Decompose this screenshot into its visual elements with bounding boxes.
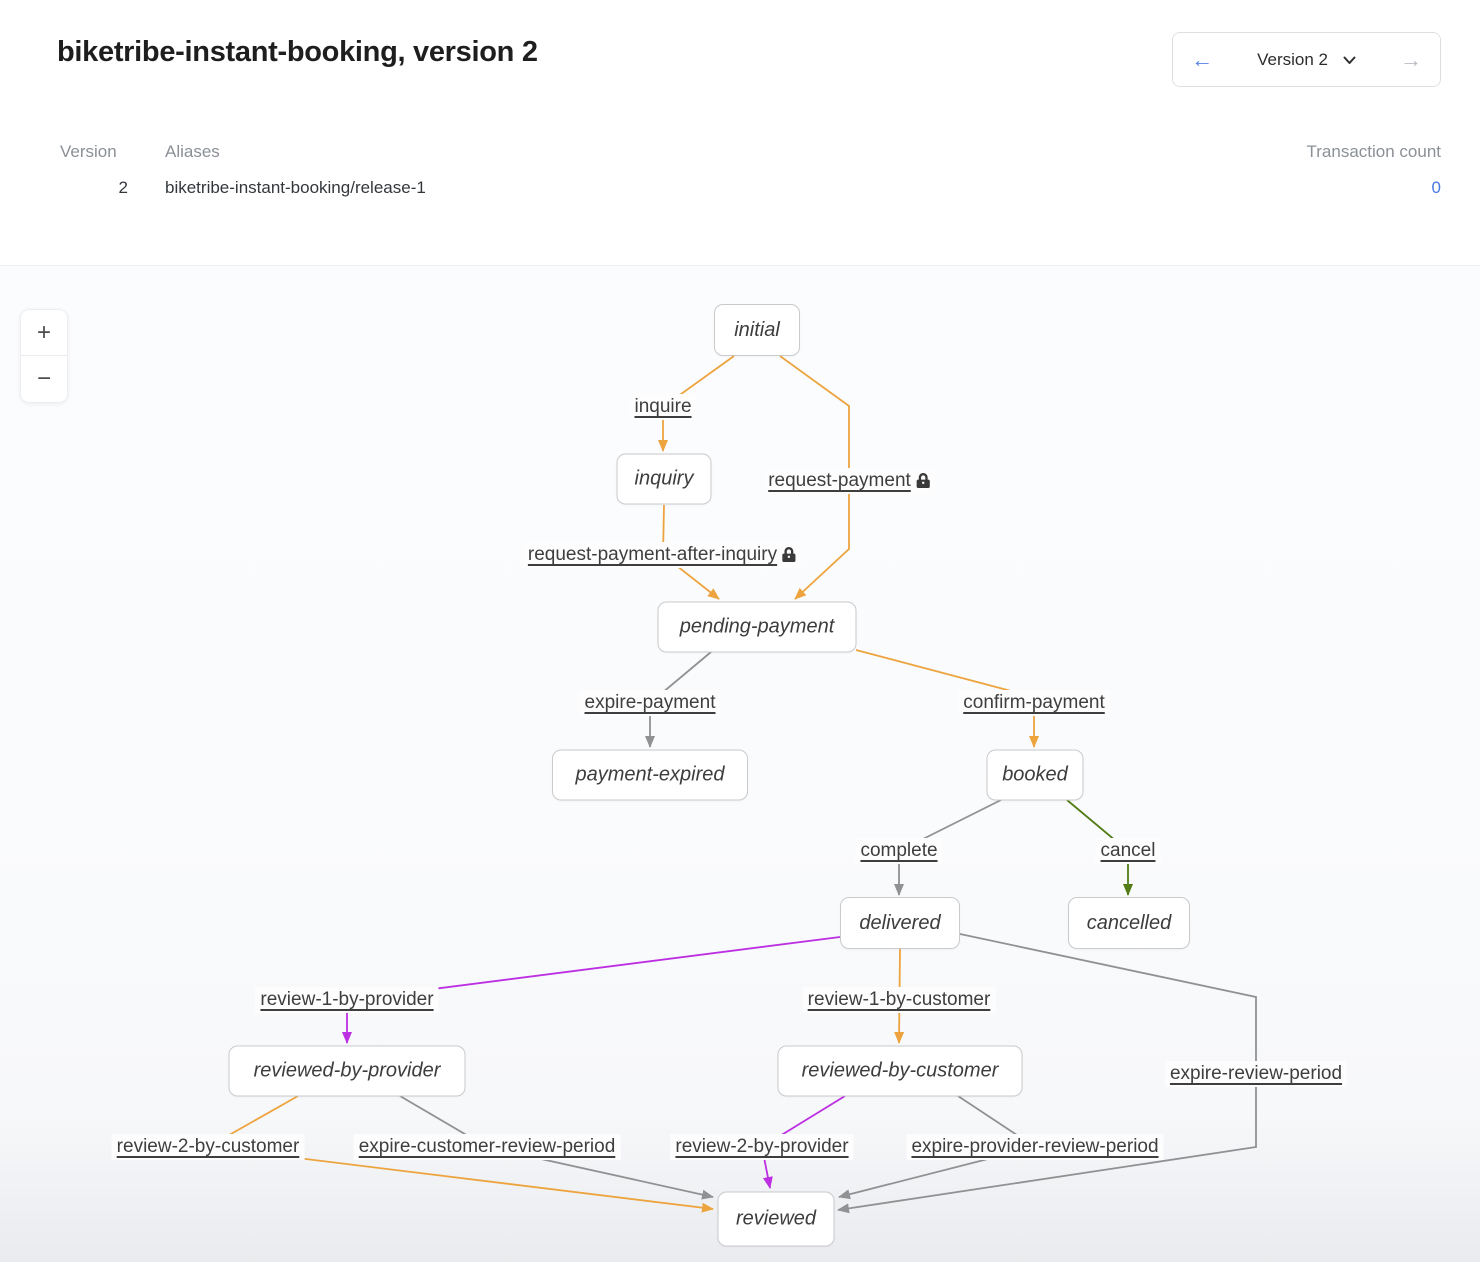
- transition-expire-provider-review-period[interactable]: expire-provider-review-period: [906, 1134, 1164, 1160]
- transition-review-2-by-customer[interactable]: review-2-by-customer: [111, 1134, 305, 1160]
- transition-request-payment-after-inquiry[interactable]: request-payment-after-inquiry: [522, 542, 802, 568]
- transition-confirm-payment[interactable]: confirm-payment: [958, 690, 1110, 716]
- transition-label: expire-provider-review-period: [911, 1136, 1159, 1157]
- state-pending-payment[interactable]: pending-payment: [657, 601, 857, 653]
- transition-label: inquire: [634, 396, 692, 417]
- transition-label: review-2-by-provider: [675, 1136, 849, 1157]
- transition-expire-review-period[interactable]: expire-review-period: [1164, 1061, 1348, 1087]
- alias-value: biketribe-instant-booking/release-1: [165, 178, 426, 197]
- version-nav: ← Version 2 →: [1172, 32, 1441, 87]
- transition-review-1-by-provider[interactable]: review-1-by-provider: [255, 987, 439, 1013]
- transition-inquire[interactable]: inquire: [629, 394, 697, 420]
- transition-review-1-by-customer[interactable]: review-1-by-customer: [802, 987, 996, 1013]
- transition-label: cancel: [1100, 840, 1156, 861]
- state-cancelled[interactable]: cancelled: [1068, 897, 1190, 949]
- version-dropdown-label: Version 2: [1257, 49, 1328, 69]
- column-transaction-count: Transaction count: [1306, 142, 1442, 161]
- arrow-right-icon: →: [1400, 46, 1422, 72]
- transition-label: complete: [860, 840, 938, 861]
- state-inquiry[interactable]: inquiry: [616, 453, 712, 505]
- lock-icon: [916, 472, 930, 488]
- next-version-button[interactable]: →: [1382, 33, 1440, 86]
- zoom-in-button[interactable]: +: [21, 310, 67, 356]
- transition-label: request-payment-after-inquiry: [527, 544, 778, 565]
- arrow-left-icon: ←: [1191, 46, 1214, 72]
- transition-label: expire-review-period: [1169, 1063, 1343, 1084]
- table-row: 2 biketribe-instant-booking/release-1 0: [60, 178, 1441, 198]
- transition-label: confirm-payment: [963, 692, 1105, 713]
- lock-icon: [782, 546, 796, 562]
- version-dropdown[interactable]: Version 2: [1231, 33, 1382, 86]
- transition-label: review-2-by-customer: [116, 1136, 300, 1157]
- transition-expire-customer-review-period[interactable]: expire-customer-review-period: [353, 1134, 621, 1160]
- transaction-count-link[interactable]: 0: [1431, 178, 1441, 197]
- state-reviewed-by-customer[interactable]: reviewed-by-customer: [777, 1045, 1023, 1097]
- transition-label: request-payment: [768, 470, 911, 491]
- state-initial[interactable]: initial: [714, 304, 800, 356]
- state-delivered[interactable]: delivered: [840, 897, 960, 949]
- column-aliases: Aliases: [165, 142, 220, 161]
- state-reviewed[interactable]: reviewed: [717, 1191, 835, 1247]
- table-header-row: Version Aliases Transaction count: [60, 142, 1441, 162]
- page-title: biketribe-instant-booking, version 2: [57, 36, 538, 68]
- transition-label: review-1-by-customer: [807, 989, 991, 1010]
- prev-version-button[interactable]: ←: [1173, 33, 1232, 86]
- transition-complete[interactable]: complete: [855, 838, 943, 864]
- header: biketribe-instant-booking, version 2 ← V…: [0, 0, 1480, 265]
- column-version: Version: [60, 142, 117, 161]
- transition-label: review-1-by-provider: [260, 989, 434, 1010]
- zoom-out-button[interactable]: −: [21, 356, 67, 402]
- state-payment-expired[interactable]: payment-expired: [552, 749, 748, 801]
- transition-review-2-by-provider[interactable]: review-2-by-provider: [670, 1134, 854, 1160]
- version-value: 2: [118, 178, 128, 197]
- diagram-canvas[interactable]: + − inquire request-payment request-paymen…: [0, 265, 1480, 1262]
- transition-label: expire-customer-review-period: [358, 1136, 616, 1157]
- state-reviewed-by-provider[interactable]: reviewed-by-provider: [228, 1045, 466, 1097]
- transition-cancel[interactable]: cancel: [1095, 838, 1161, 864]
- version-table: Version Aliases Transaction count 2 bike…: [60, 142, 1441, 198]
- chevron-down-icon: [1343, 56, 1356, 64]
- transition-expire-payment[interactable]: expire-payment: [579, 690, 721, 716]
- state-booked[interactable]: booked: [986, 749, 1084, 801]
- transition-label: expire-payment: [584, 692, 716, 713]
- zoom-controls: + −: [20, 309, 68, 403]
- transition-request-payment[interactable]: request-payment: [763, 468, 935, 494]
